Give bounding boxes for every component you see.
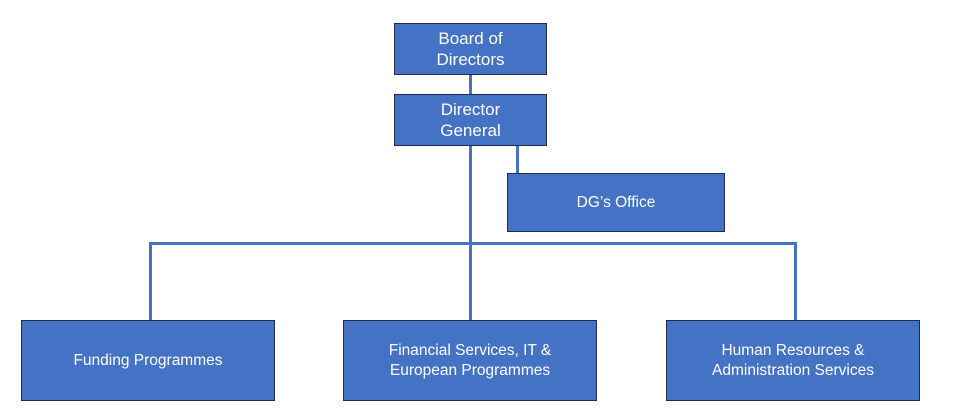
department-label: Financial Services, IT & European Progra… <box>388 342 552 379</box>
department-label: Funding Programmes <box>73 351 223 369</box>
connector-right <box>794 242 797 320</box>
department-human-resources: Human Resources & Administration Service… <box>666 320 920 401</box>
dg-office-label: DG’s Office <box>576 193 656 211</box>
connector-left <box>149 242 152 320</box>
director-general-label: Director General <box>440 99 501 140</box>
department-label: Human Resources & Administration Service… <box>712 342 874 379</box>
board-label: Board of Directors <box>436 28 505 69</box>
connector-dg-office <box>516 145 519 173</box>
connector-dg-trunk <box>469 145 472 320</box>
board-of-directors-box: Board of Directors <box>394 23 547 75</box>
department-funding-programmes: Funding Programmes <box>21 320 275 401</box>
connector-horizontal <box>149 242 797 245</box>
department-financial-services: Financial Services, IT & European Progra… <box>343 320 597 401</box>
connector-board-dg <box>469 74 472 94</box>
dg-office-box: DG’s Office <box>507 173 725 232</box>
director-general-box: Director General <box>394 94 547 146</box>
